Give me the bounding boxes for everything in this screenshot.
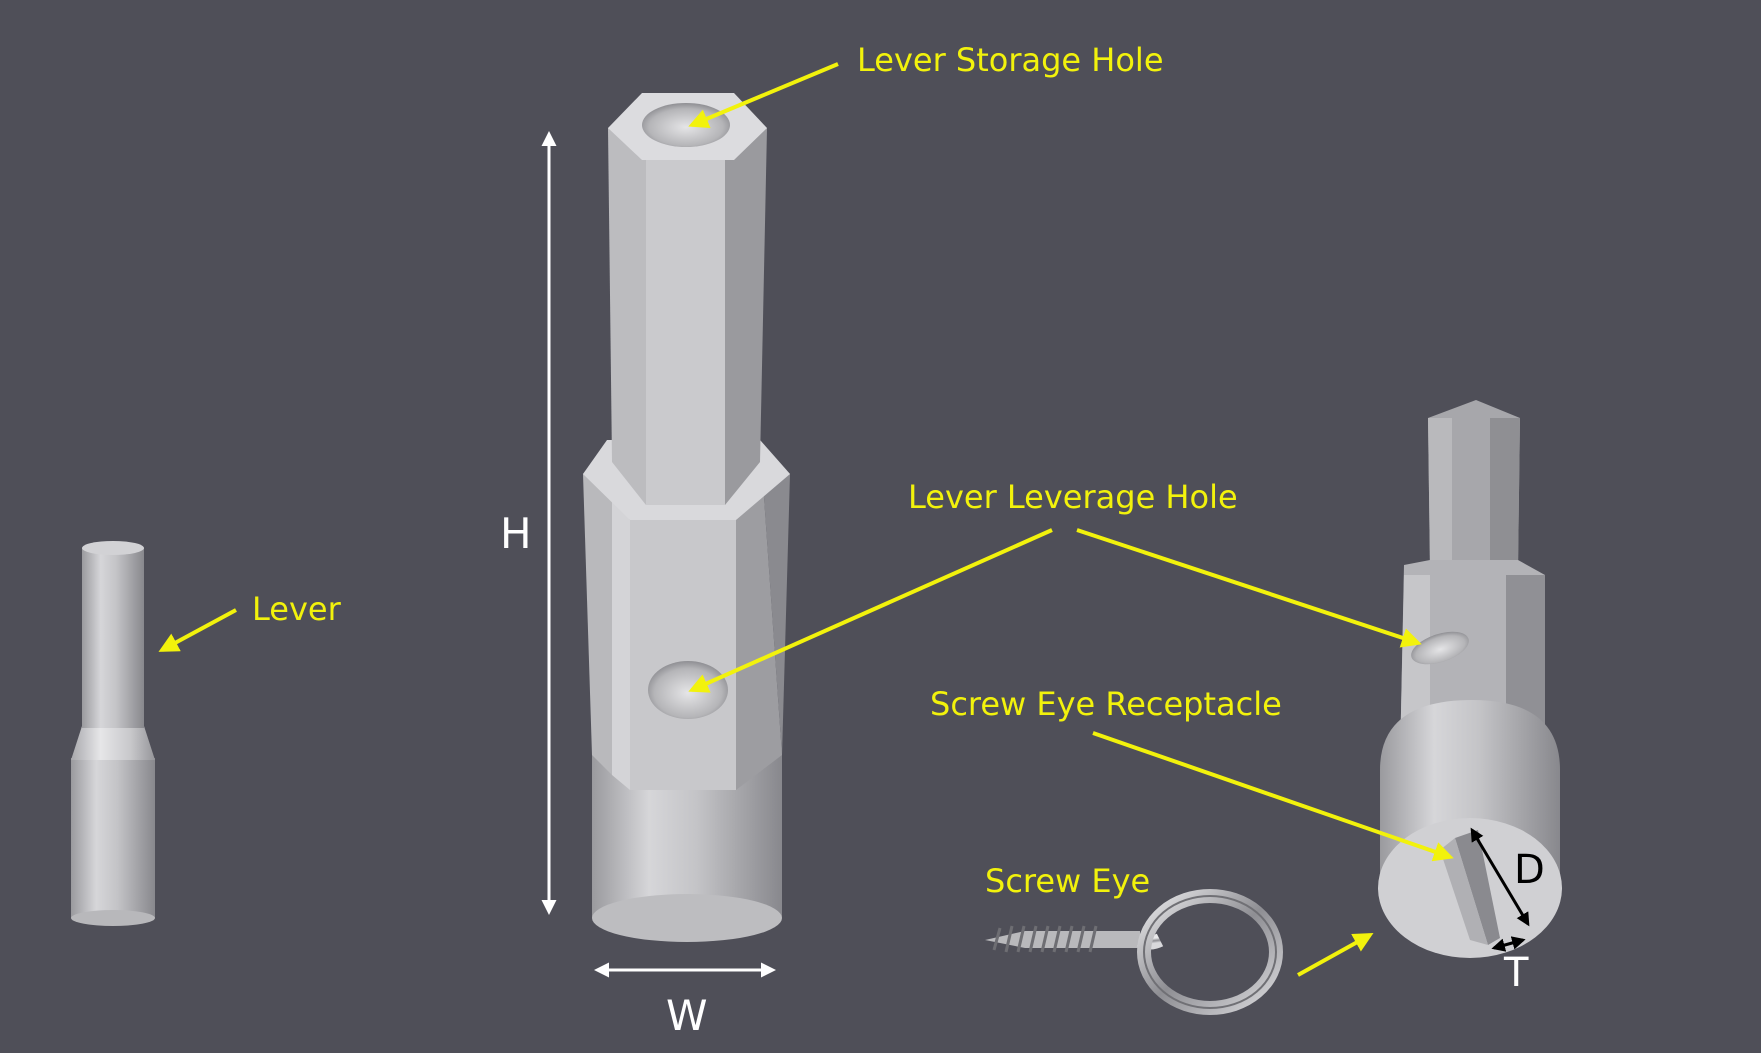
lever-part (71, 541, 155, 926)
arrow-leverage-hole-front (688, 528, 1053, 693)
label-height: H (500, 509, 532, 558)
arrow-screw-eye-receptacle (1092, 731, 1454, 862)
thickness-dimension-arrow (1491, 936, 1526, 952)
label-screw-eye-receptacle: Screw Eye Receptacle (930, 685, 1282, 723)
label-lever: Lever (252, 590, 341, 628)
screw-eye-part (985, 889, 1283, 1015)
depth-dimension-arrow (1470, 827, 1530, 927)
label-lever-storage-hole: Lever Storage Hole (857, 41, 1164, 79)
label-thickness: T (1504, 950, 1529, 996)
dimension-arrows (541, 131, 776, 978)
arrow-leverage-hole-side (1076, 528, 1422, 648)
label-lever-leverage-hole: Lever Leverage Hole (908, 478, 1238, 516)
arrow-screw-eye (1297, 933, 1374, 977)
label-screw-eye: Screw Eye (985, 862, 1151, 900)
lever-storage-hole (642, 103, 730, 147)
label-width: W (666, 991, 708, 1040)
main-tool-part (583, 93, 790, 942)
label-depth: D (1514, 847, 1545, 893)
lever-leverage-hole-front (648, 661, 728, 719)
callout-arrows (158, 62, 1454, 977)
arrow-lever (158, 608, 237, 652)
receptacle-dimension-arrows (1470, 827, 1530, 952)
lever-leverage-hole-side (1411, 631, 1469, 665)
arrow-lever-storage-hole (688, 62, 839, 129)
